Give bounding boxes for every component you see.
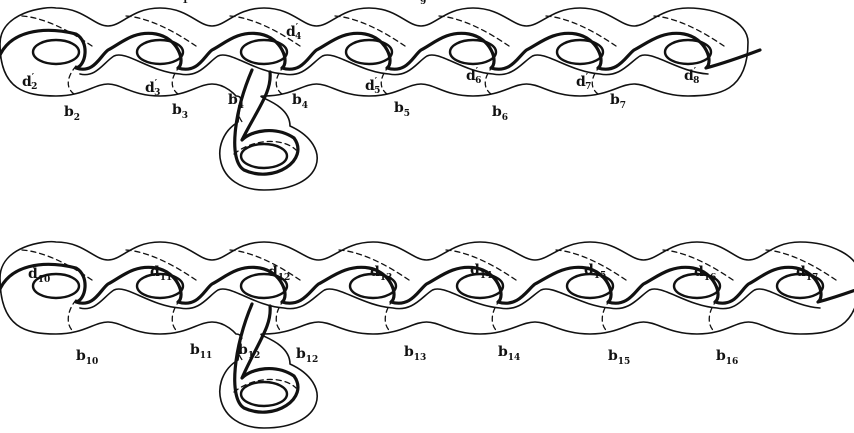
handle-hole [239, 272, 289, 300]
dashed-curve-b [237, 99, 245, 125]
dashed-curve-d [438, 15, 510, 47]
label-b: b11 [190, 342, 212, 361]
handle-hole [565, 272, 615, 300]
dashed-curve-d [545, 15, 617, 47]
dashed-curve-b [237, 337, 245, 363]
dashed-curve-d [229, 249, 301, 281]
dashed-curve-d [125, 249, 197, 281]
label-d: d12 [268, 264, 290, 283]
label-d: d11 [150, 264, 172, 283]
surface-outline [0, 6, 749, 191]
dashed-curve-b [380, 65, 390, 95]
handle-hole [775, 272, 825, 300]
curve-band [0, 28, 762, 71]
surface-outline [0, 240, 854, 429]
dashed-curve-b [67, 299, 77, 333]
label-d: d′2 [22, 73, 37, 92]
dashed-curve-d [662, 249, 734, 281]
dashed-curve-b [384, 299, 394, 333]
dashed-curve-d [21, 249, 93, 281]
label-d: d′8 [684, 67, 699, 86]
handle-hole [239, 380, 289, 408]
label-d: d′6 [466, 67, 481, 86]
label-b: b12 [238, 342, 260, 361]
handle-hole [135, 272, 185, 300]
dashed-curve-b [67, 65, 77, 95]
handle-hole [344, 38, 394, 66]
label-d: d10 [28, 266, 50, 285]
dashed-curve-d [555, 249, 627, 281]
dashed-curve-b [171, 299, 181, 333]
dashed-curve-d [653, 15, 725, 47]
dashed-curve-d [765, 249, 837, 281]
dashed-curve-d [229, 15, 301, 47]
label-d: d′4 [286, 23, 301, 42]
dashed-curve-d [233, 378, 297, 393]
dashed-curve-d [21, 15, 93, 47]
label-d: d13 [370, 264, 392, 283]
dashed-curve-d [233, 140, 297, 155]
label-b: b14 [498, 344, 520, 363]
label-b: b5 [394, 100, 410, 119]
label-b: b15 [608, 348, 630, 367]
label-d: d14 [470, 262, 492, 281]
label-b: b4 [292, 92, 308, 111]
dashed-curve-b [591, 65, 601, 95]
handle-hole [448, 38, 498, 66]
handle-hole [31, 38, 81, 66]
dashed-curve-b [171, 65, 181, 95]
label-b: b13 [404, 344, 426, 363]
label-b: b2 [64, 104, 80, 123]
handle-hole [555, 38, 605, 66]
handle-hole [239, 38, 289, 66]
label-d: d16 [694, 264, 716, 283]
curve-tube-loop [233, 302, 300, 414]
curve-band-inner [79, 54, 709, 76]
handle-hole [672, 272, 722, 300]
dashed-curve-b [275, 65, 285, 95]
label-b: b10 [76, 348, 98, 367]
label-handle: d9 [264, 0, 426, 7]
label-handle: d′1 [182, 0, 276, 6]
label-d: d17 [796, 264, 818, 283]
label-d: d′3 [145, 79, 160, 98]
handle-hole [348, 272, 398, 300]
label-b: b6 [492, 104, 508, 123]
label-b: b4 [228, 92, 244, 111]
curve-band [0, 262, 854, 305]
dashed-curve-d [338, 249, 410, 281]
handle-hole [663, 38, 713, 66]
label-b: b12 [296, 346, 318, 365]
dashed-curve-b [601, 299, 611, 333]
top-surface: d′2 d′3 d′4 d′5 d′6 d′7 d′8 b2 b3 b4 b4 b5 b6 b7 d′1 [0, 0, 762, 191]
label-d: d′5 [365, 77, 380, 96]
dashed-curve-b [708, 299, 718, 333]
handle-hole [135, 38, 185, 66]
label-d: d15 [584, 262, 606, 281]
label-d: d′7 [576, 73, 591, 92]
handle-hole [31, 272, 81, 300]
dashed-curve-b [491, 299, 501, 333]
dashed-curve-b [484, 65, 494, 95]
curve-band-inner [79, 288, 821, 310]
dashed-curve-b [275, 299, 285, 333]
curve-tube-loop [233, 68, 300, 176]
handle-hole [239, 142, 289, 170]
dashed-curve-d [334, 15, 406, 47]
label-b: b7 [610, 92, 626, 111]
dashed-curve-d [445, 249, 517, 281]
handle-hole [455, 272, 505, 300]
label-b: b3 [172, 102, 188, 121]
dashed-curve-d [125, 15, 197, 47]
label-b: b16 [716, 348, 738, 367]
